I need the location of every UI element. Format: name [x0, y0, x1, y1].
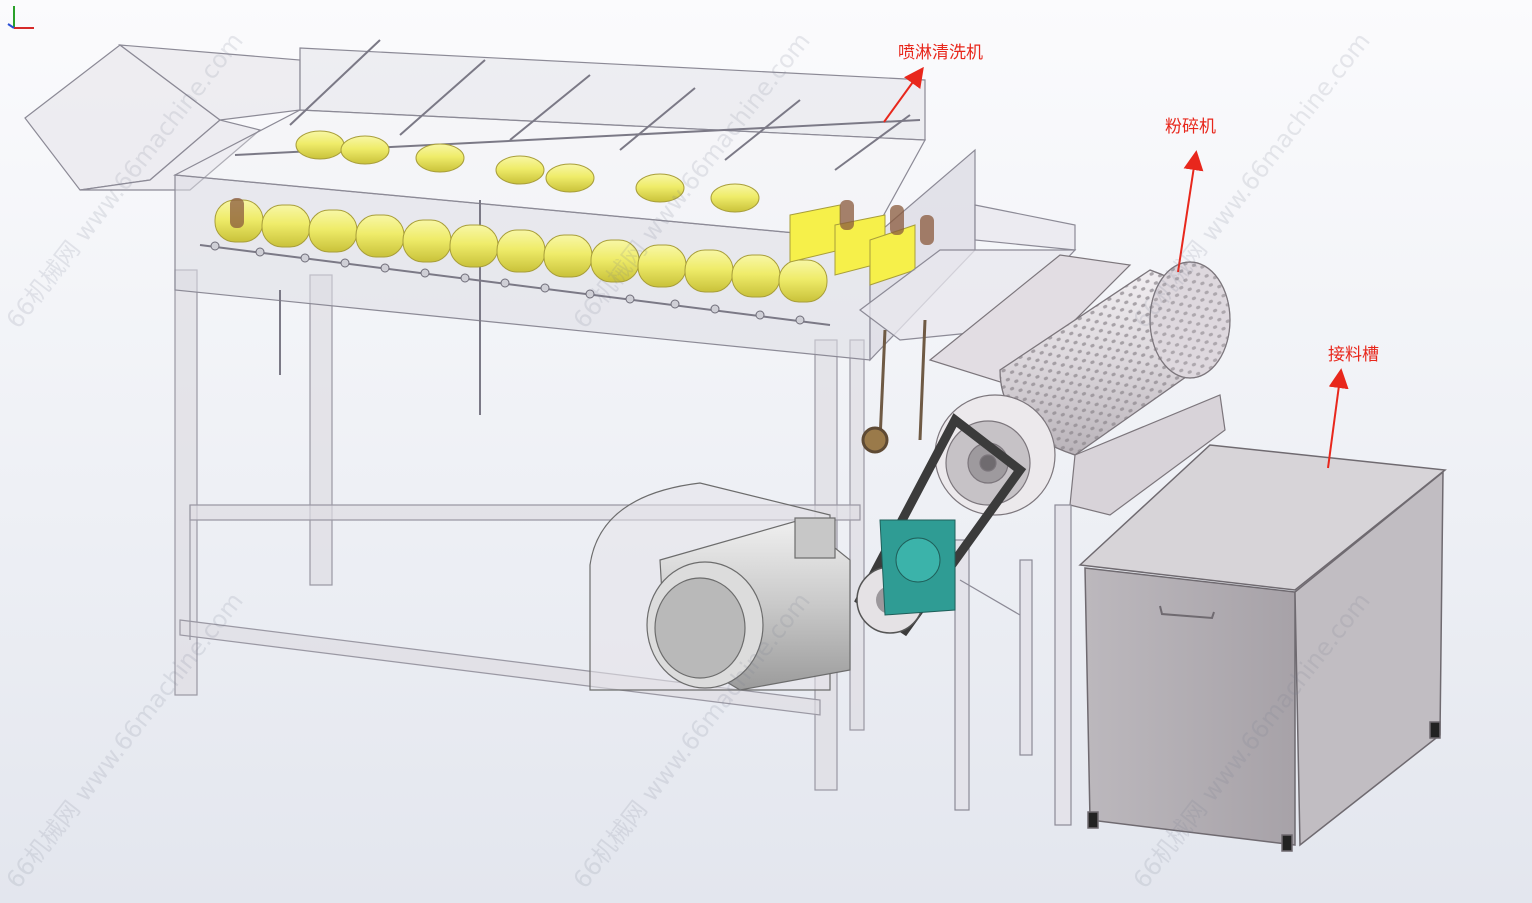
arrow-crusher: [1177, 150, 1204, 273]
bolt-rail: [199, 241, 831, 326]
watermark-text: 66机械网 www.66machine.com: [1128, 27, 1376, 333]
arrow-spray-washer: [883, 66, 924, 123]
receiving-tank: [1078, 444, 1447, 852]
watermark-text: 66机械网 www.66machine.com: [1, 587, 249, 893]
label-crusher: 粉碎机: [1165, 117, 1216, 137]
roller-row-front: [214, 199, 828, 303]
chain-drive: [861, 319, 927, 454]
brush-rollers: [230, 198, 934, 245]
washer-rollers: [214, 130, 934, 303]
axis-triad-icon: [7, 6, 34, 29]
label-receiving-tank: 接料槽: [1328, 345, 1379, 365]
label-spray-washer: 喷淋清洗机: [898, 43, 983, 63]
annotation-arrows: [883, 66, 1349, 469]
crusher-stand: [954, 504, 1072, 826]
motor-assembly: [589, 482, 851, 691]
arrow-receiving-tank: [1327, 368, 1349, 469]
gearbox: [879, 519, 956, 616]
roller-row-back: [295, 130, 760, 213]
